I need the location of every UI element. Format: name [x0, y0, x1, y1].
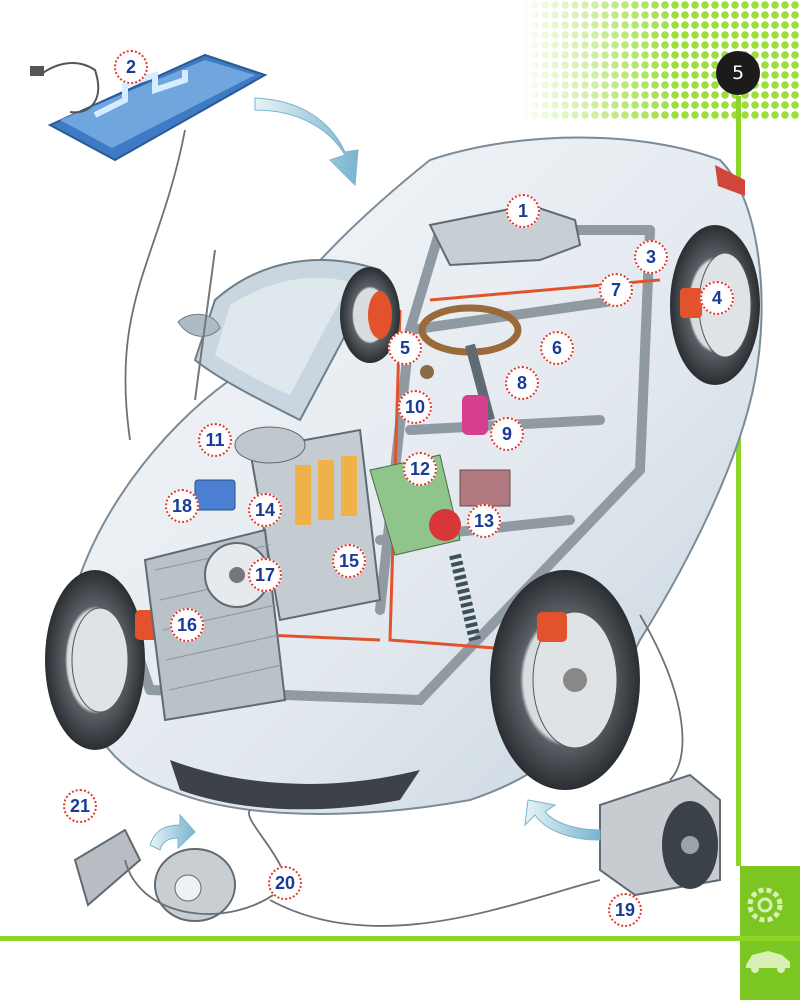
callout-16: 16 — [170, 608, 204, 642]
alternator — [154, 848, 236, 922]
callout-13: 13 — [467, 504, 501, 538]
callout-10: 10 — [398, 390, 432, 424]
callout-11: 11 — [198, 423, 232, 457]
windshield-reflection — [215, 277, 350, 395]
gear-icon — [747, 887, 783, 923]
callout-12: 12 — [403, 452, 437, 486]
callout-5: 5 — [388, 331, 422, 365]
arrow-starter-to-car — [524, 799, 601, 841]
arrow-heater-to-car — [254, 97, 359, 187]
callout-19: 19 — [608, 893, 642, 927]
starter-motor — [599, 773, 721, 897]
battery — [194, 479, 236, 511]
callout-3: 3 — [634, 240, 668, 274]
callout-20: 20 — [268, 866, 302, 900]
heater-panel — [30, 53, 268, 162]
callout-18: 18 — [165, 489, 199, 523]
callout-1: 1 — [506, 194, 540, 228]
antenna — [194, 249, 216, 401]
pedals — [459, 469, 511, 507]
gear-lever — [420, 365, 434, 379]
callout-9: 9 — [490, 417, 524, 451]
car-icon — [746, 951, 790, 973]
wiring — [124, 129, 684, 927]
callout-17: 17 — [248, 558, 282, 592]
callout-6: 6 — [540, 331, 574, 365]
side-mirror — [177, 313, 221, 337]
brake-booster — [429, 509, 461, 541]
front-grille — [170, 760, 420, 810]
callout-15: 15 — [332, 544, 366, 578]
front-right-wheel — [490, 570, 640, 790]
callout-14: 14 — [248, 493, 282, 527]
steering-box — [462, 395, 488, 435]
voltage-regulator — [73, 828, 142, 907]
front-suspension-spring — [449, 553, 481, 642]
tail-light — [715, 165, 745, 196]
callout-21: 21 — [63, 789, 97, 823]
front-left-wheel — [45, 570, 160, 750]
rear-left-wheel — [340, 267, 400, 363]
page-number: 5 — [716, 51, 760, 95]
page-border-right — [736, 96, 741, 866]
page-border-bottom — [0, 936, 800, 941]
callout-7: 7 — [599, 273, 633, 307]
callout-2: 2 — [114, 50, 148, 84]
callout-4: 4 — [700, 281, 734, 315]
callout-8: 8 — [505, 366, 539, 400]
arrow-alternator-up — [149, 813, 196, 851]
